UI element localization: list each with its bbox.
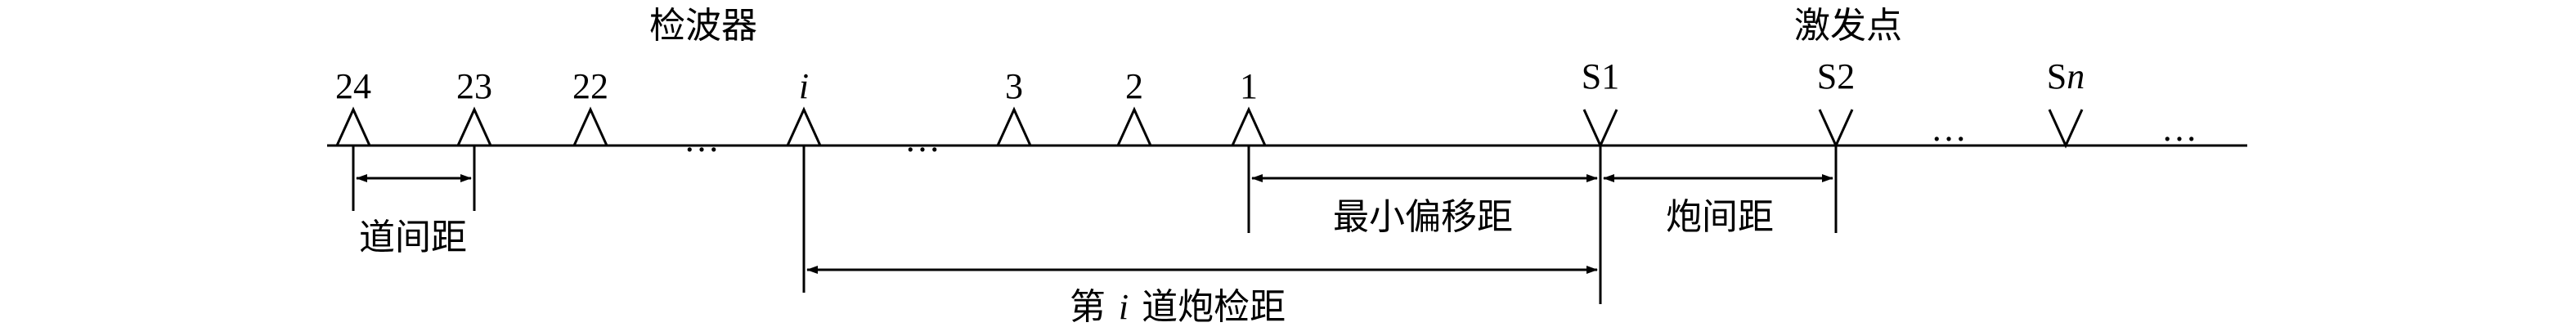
trace-spacing-label: 道间距	[359, 217, 467, 258]
shot-point-marker	[1582, 109, 1618, 149]
ellipsis: …	[904, 119, 940, 159]
geophone-label: 2	[1125, 66, 1143, 106]
geophones-heading: 检波器	[649, 5, 757, 47]
shot-point-label: S1	[1582, 56, 1619, 96]
shot-points-heading: 激发点	[1794, 5, 1902, 47]
shot-point-label: Sn	[2047, 56, 2085, 96]
offset-label-var: i	[1119, 287, 1129, 327]
shot-point-label: S2	[1817, 56, 1855, 96]
shot-point-label-index: n	[2067, 56, 2085, 96]
geophone-marker	[456, 106, 493, 147]
geophone-marker	[1230, 106, 1268, 147]
receiver-array: 24 23 22 … i … 3 2 1	[334, 66, 1268, 159]
shot-point-label-prefix: S	[1817, 56, 1837, 96]
shot-point-marker	[2048, 109, 2084, 149]
ellipsis: …	[1931, 109, 1967, 149]
ellipsis: …	[2161, 109, 2197, 149]
geophone-marker	[334, 106, 372, 147]
shot-point-label-prefix: S	[1582, 56, 1601, 96]
min-offset-dimension: 最小偏移距 炮间距	[1247, 146, 1838, 304]
shot-spacing-label: 炮间距	[1666, 196, 1774, 238]
trace-spacing-dimension: 道间距	[352, 146, 476, 258]
offset-label-prefix: 第	[1070, 286, 1106, 328]
geophone-label: 24	[335, 66, 371, 106]
geophone-label: 1	[1240, 66, 1258, 106]
geophone-marker	[572, 106, 609, 147]
shot-point-label-index: 1	[1601, 56, 1619, 96]
ellipsis: …	[684, 119, 720, 159]
shot-point-label-index: 2	[1837, 56, 1855, 96]
geophone-label: 22	[572, 66, 608, 106]
geophone-marker	[785, 106, 823, 147]
offset-dimension: 第 i 道炮检距	[802, 146, 1598, 328]
min-offset-label: 最小偏移距	[1333, 196, 1513, 238]
shot-point-marker	[1818, 109, 1854, 149]
geophone-marker	[1115, 106, 1153, 147]
geophone-label: 23	[456, 66, 492, 106]
shot-point-label-prefix: S	[2047, 56, 2067, 96]
geophone-label: i	[799, 66, 809, 106]
geophone-label: 3	[1005, 66, 1023, 106]
geophone-marker	[995, 106, 1033, 147]
offset-label-suffix: 道炮检距	[1142, 286, 1286, 328]
offset-label: 第 i 道炮检距	[1070, 286, 1286, 328]
